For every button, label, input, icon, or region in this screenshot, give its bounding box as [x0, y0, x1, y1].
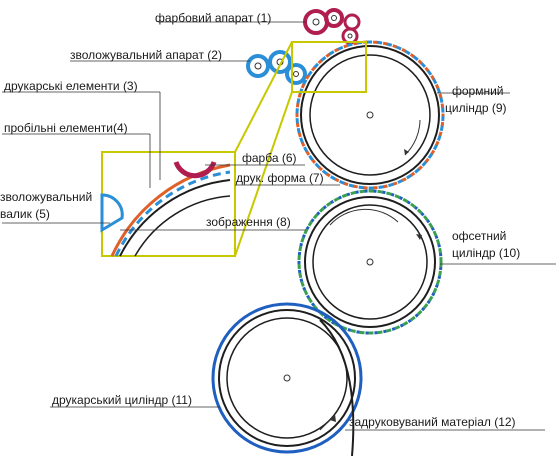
form-cylinder: [295, 40, 445, 190]
frame-link-upper: [234, 41, 293, 153]
label-blank-elements: пробільні елементи(4): [4, 121, 128, 135]
label-print-elements: друкарські елементи (3): [4, 79, 138, 93]
offset-cylinder: [297, 189, 443, 335]
label-form-cylinder-2: циліндр (9): [445, 101, 507, 115]
label-damping-roller-2: валик (5): [0, 207, 50, 221]
label-ink-unit: фарбовий апарат (1): [155, 11, 272, 25]
damping-unit: [246, 50, 307, 85]
label-damping-unit: зволожувальний апарат (2): [70, 48, 222, 62]
label-offset-cylinder-1: офсетний: [452, 229, 507, 243]
label-offset-cylinder-2: циліндр (10): [452, 246, 521, 260]
label-form-cylinder-1: формний: [452, 84, 504, 98]
label-image: зображення (8): [206, 215, 291, 229]
label-damping-roller-1: зволожувальний: [0, 190, 93, 204]
impression-cylinder: [211, 302, 363, 454]
label-impression-cylinder: друкарський циліндр (11): [52, 393, 192, 407]
leader-lines: [2, 21, 556, 431]
label-substrate: задруковуваний матеріал (12): [349, 415, 516, 429]
detail-frame-small: [291, 41, 367, 93]
label-print-form: друк. форма (7): [236, 171, 324, 185]
label-ink: фарба (6): [242, 151, 297, 165]
zoom-detail: [100, 161, 231, 257]
frame-link-lower: [234, 91, 293, 257]
substrate-material: [319, 319, 355, 456]
ink-unit: [303, 8, 361, 45]
